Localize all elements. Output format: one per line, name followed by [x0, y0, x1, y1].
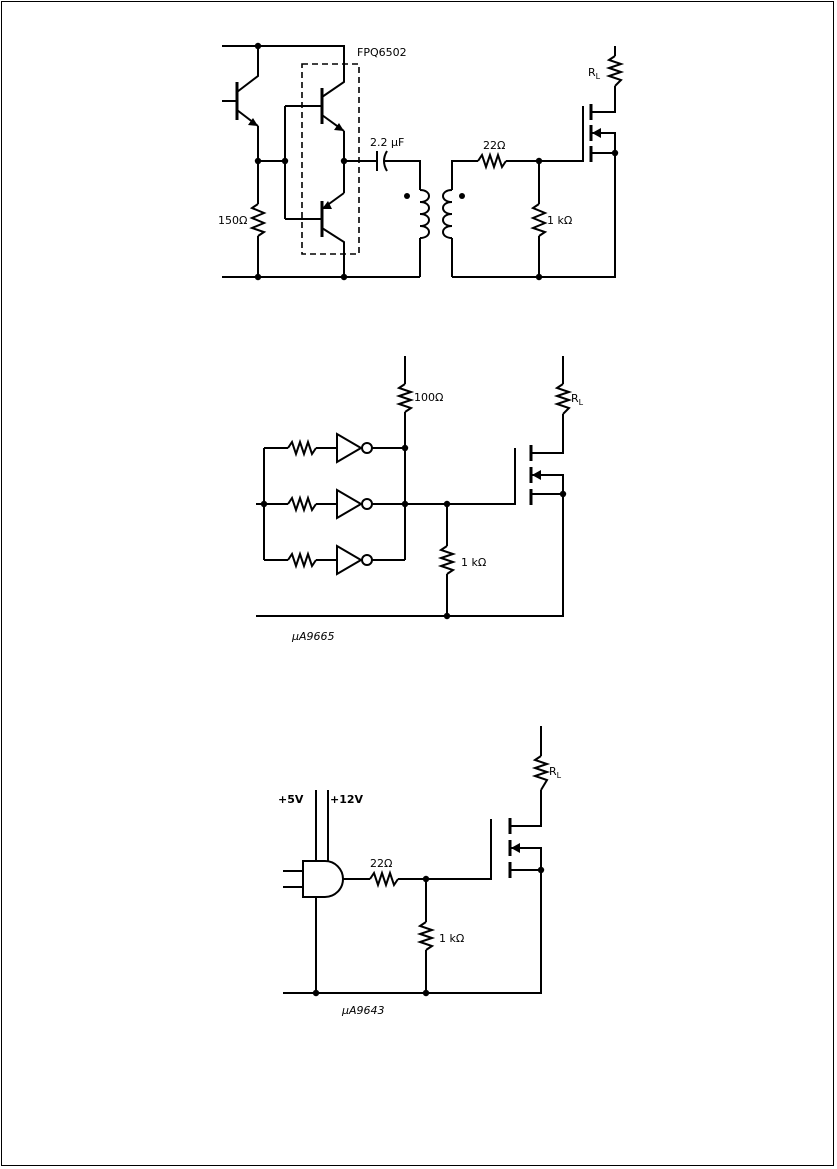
resistor-100 [395, 383, 415, 413]
and-gate [302, 860, 344, 898]
pnp-transistor-package [320, 161, 345, 277]
label-100-ohm: 100Ω [414, 391, 443, 404]
circuit-2-ua9665-driver: 100Ω [256, 356, 584, 643]
npn-transistor-package [320, 58, 345, 161]
label-rl: RL [588, 66, 601, 81]
resistor-150 [249, 203, 267, 237]
transformer-secondary [442, 160, 478, 277]
inverter-1 [336, 432, 363, 464]
resistor-1k-3 [416, 921, 436, 951]
label-2-2uf: 2.2 μF [370, 136, 404, 149]
fpq6502-package-box [301, 63, 360, 255]
inverter-branch-middle [264, 488, 409, 520]
label-22-ohm: 22Ω [483, 139, 505, 152]
circuit-1-fpq6502-driver: 150Ω FPQ6502 [218, 42, 625, 281]
label-plus-12v: +12V [330, 793, 364, 806]
resistor-22-3 [369, 869, 399, 889]
label-1k-ohm: 1 kΩ [547, 214, 572, 227]
label-1k-ohm-3: 1 kΩ [439, 932, 464, 945]
mosfet-3 [490, 790, 545, 879]
label-ua9665: μA9665 [291, 630, 335, 643]
mosfet-1 [582, 86, 619, 162]
resistor-22 [477, 151, 507, 171]
label-rl-2: RL [571, 392, 584, 407]
resistor-rl [605, 55, 625, 87]
inverter-3 [336, 544, 363, 576]
circuit-3-ua9643-driver: +5V +12V 22Ω 1 kΩ μA9643 [278, 726, 562, 1017]
transformer-primary [404, 189, 430, 277]
label-150-ohm: 150Ω [218, 214, 247, 227]
inverter-branch-top [264, 432, 409, 464]
npn-transistor-left [222, 46, 259, 161]
label-rl-3: RL [549, 765, 562, 780]
mosfet-2 [514, 414, 567, 505]
label-ua9643: μA9643 [341, 1004, 385, 1017]
inverter-2 [336, 488, 363, 520]
resistor-1k [530, 203, 548, 237]
label-plus-5v: +5V [278, 793, 304, 806]
top-rail [222, 45, 345, 58]
inverter-branch-bottom [264, 544, 405, 576]
resistor-1k-2 [437, 545, 457, 575]
label-22-ohm-3: 22Ω [370, 857, 392, 870]
resistor-rl-2 [553, 383, 573, 415]
label-1k-ohm-2: 1 kΩ [461, 556, 486, 569]
label-fpq6502: FPQ6502 [357, 46, 407, 59]
resistor-rl-3 [531, 755, 551, 791]
